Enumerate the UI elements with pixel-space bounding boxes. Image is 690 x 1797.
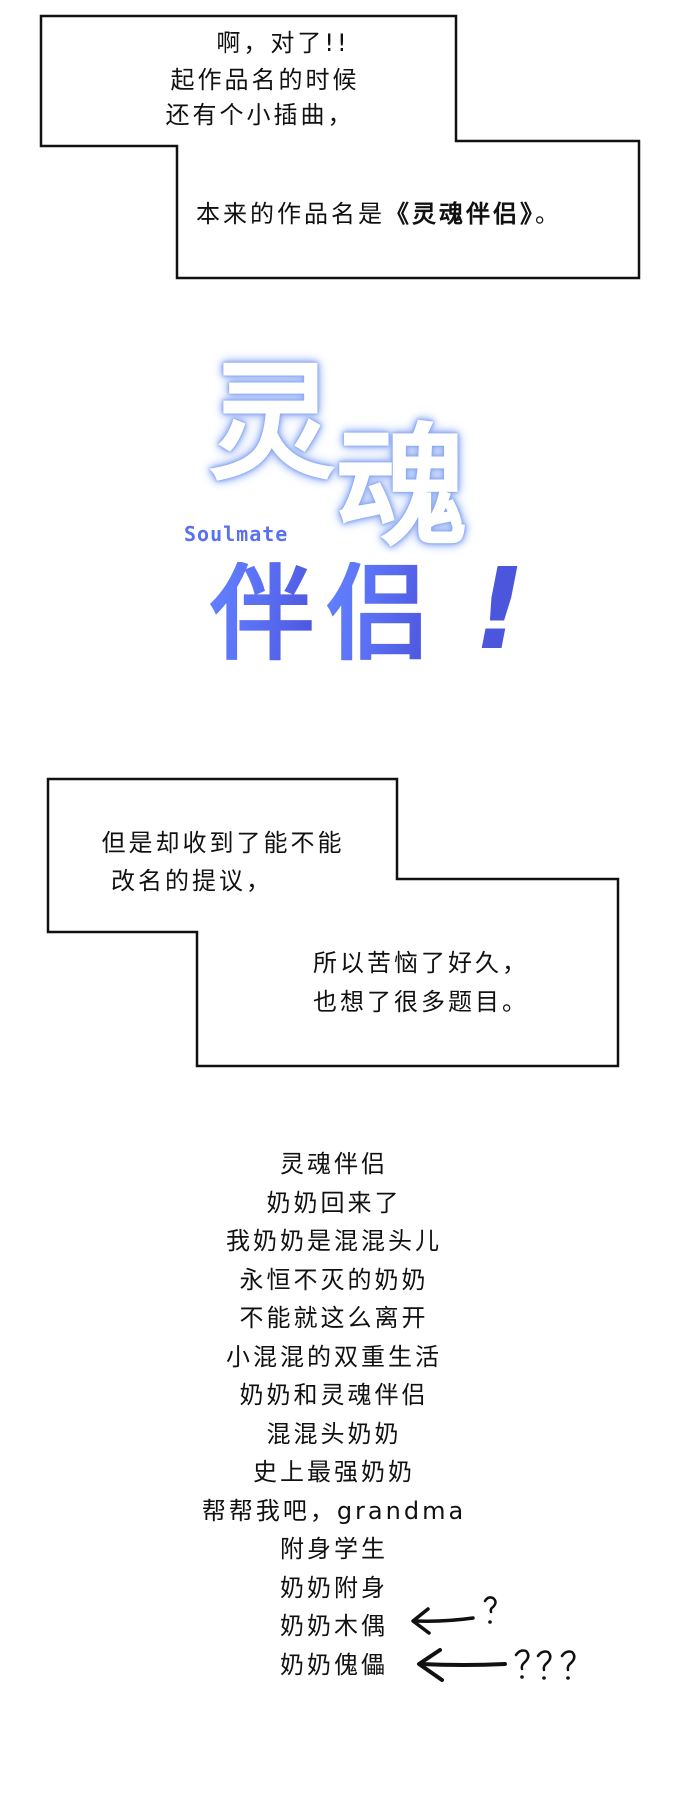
title-item: 奶奶回来了 bbox=[266, 1189, 402, 1217]
original-title: 《灵魂伴侣》 bbox=[385, 200, 535, 228]
left-arrow-icon bbox=[417, 1648, 507, 1682]
title-item: 奶奶附身 bbox=[280, 1574, 388, 1602]
logo-char-hun: 魂 bbox=[336, 411, 468, 565]
bubble-2-line-1: 但是却收到了能不能 bbox=[101, 829, 345, 857]
question-marks-icon bbox=[514, 1649, 576, 1680]
title-item: 永恒不灭的奶奶 bbox=[239, 1266, 429, 1294]
title-item: 混混头奶奶 bbox=[266, 1420, 402, 1448]
title-item: 奶奶木偶 bbox=[280, 1612, 388, 1640]
logo-char-lv: 侣 bbox=[326, 553, 431, 675]
title-item: 史上最强奶奶 bbox=[253, 1458, 415, 1486]
bubble-1-suffix: 。 bbox=[535, 200, 562, 228]
title-item: 不能就这么离开 bbox=[239, 1304, 429, 1332]
title-item: 奶奶傀儡 bbox=[280, 1651, 388, 1679]
bubble-1-line-4: 本来的作品名是《灵魂伴侣》。 bbox=[196, 199, 562, 229]
bubble-1-line-2: 起作品名的时候 bbox=[170, 66, 360, 94]
soulmate-logo: 灵 魂 Soulmate 伴 侣 ! bbox=[184, 349, 530, 680]
question-mark-icon bbox=[483, 1596, 497, 1624]
logo-exclamation: ! bbox=[474, 545, 526, 675]
logo-char-ling: 灵 bbox=[208, 349, 337, 498]
bubble-2-line-3: 所以苦恼了好久， bbox=[313, 949, 529, 977]
title-item: 灵魂伴侣 bbox=[280, 1150, 388, 1178]
bubble-2-line-4: 也想了很多题目。 bbox=[313, 988, 529, 1016]
bubble-2-line-2: 改名的提议， bbox=[111, 867, 273, 895]
title-item: 我奶奶是混混头儿 bbox=[226, 1227, 442, 1255]
title-item: 小混混的双重生活 bbox=[226, 1343, 442, 1371]
title-item: 帮帮我吧，grandma bbox=[201, 1497, 467, 1525]
bubble-1-prefix: 本来的作品名是 bbox=[196, 200, 385, 228]
speech-bubble-2 bbox=[46, 777, 620, 1068]
bubble-1-line-3: 还有个小插曲， bbox=[165, 101, 355, 129]
title-item: 奶奶和灵魂伴侣 bbox=[239, 1381, 429, 1409]
logo-char-ban: 伴 bbox=[210, 553, 315, 675]
bubble-1-line-1: 啊，对了!! bbox=[216, 29, 350, 57]
title-item: 附身学生 bbox=[280, 1535, 388, 1563]
logo-subtitle: Soulmate bbox=[184, 522, 289, 546]
left-arrow-icon bbox=[411, 1607, 475, 1635]
